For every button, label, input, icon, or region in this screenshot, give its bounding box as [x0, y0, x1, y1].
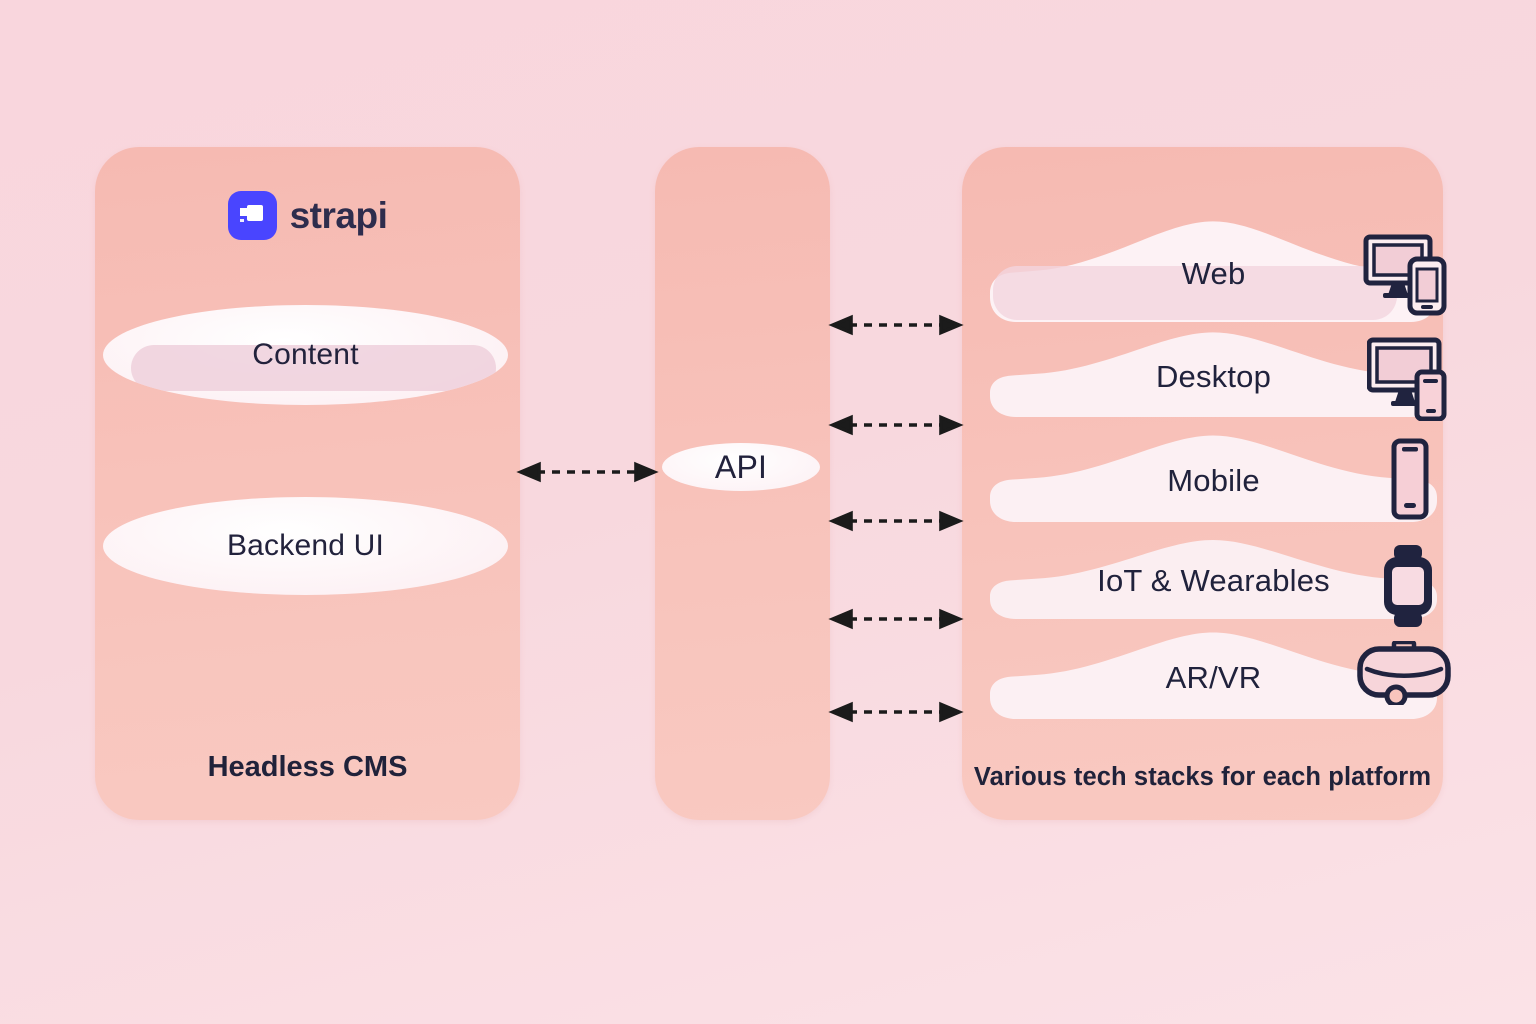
strapi-logo: strapi: [95, 191, 520, 240]
hill-shape: [990, 332, 1437, 417]
platform-label: AR/VR: [1165, 659, 1262, 695]
monitor-tablet-icon: [1363, 234, 1447, 316]
backend-ui-node: Backend UI: [103, 497, 508, 595]
dashed-arrow: [828, 414, 964, 436]
monitor-phone-icon: [1367, 337, 1447, 421]
api-node: API: [662, 443, 820, 491]
platforms-caption: Various tech stacks for each platform: [973, 763, 1432, 791]
platform-label: Web: [1181, 255, 1246, 291]
platform-web: Web: [990, 215, 1447, 322]
backend-ui-label: Backend UI: [226, 529, 385, 562]
strapi-logo-icon: [227, 191, 277, 240]
hill-shape: [990, 540, 1437, 619]
dashed-arrow: [516, 461, 659, 483]
content-node: Content: [103, 305, 508, 405]
platform-label: Desktop: [1155, 358, 1272, 394]
platform-mobile: Mobile: [990, 430, 1437, 522]
strapi-wordmark: strapi: [289, 194, 388, 236]
vr-headset-icon: [1357, 641, 1451, 705]
platform-label: Mobile: [1167, 462, 1260, 498]
dashed-arrow: [828, 510, 964, 532]
hill-shape: [990, 632, 1437, 719]
platform-desktop: Desktop: [990, 327, 1447, 421]
platform-ar-vr: AR/VR: [990, 627, 1451, 719]
headless-cms-panel: strapi Content Backend UI Headless CMS: [95, 147, 520, 820]
hill-shape: [990, 435, 1437, 522]
headless-cms-caption: Headless CMS: [207, 751, 408, 783]
smartphone-icon: [1391, 438, 1429, 520]
api-panel: API: [655, 147, 830, 820]
platform-iot-wearables: IoT & Wearables: [990, 535, 1437, 627]
dashed-arrow: [828, 314, 964, 336]
dashed-arrow: [828, 608, 964, 630]
content-label: Content: [252, 338, 359, 371]
platforms-panel: Web Desktop Mobile: [962, 147, 1451, 820]
smartwatch-icon: [1384, 545, 1432, 627]
dashed-arrow: [828, 701, 964, 723]
platform-label: IoT & Wearables: [1097, 563, 1330, 599]
api-label: API: [714, 448, 768, 485]
